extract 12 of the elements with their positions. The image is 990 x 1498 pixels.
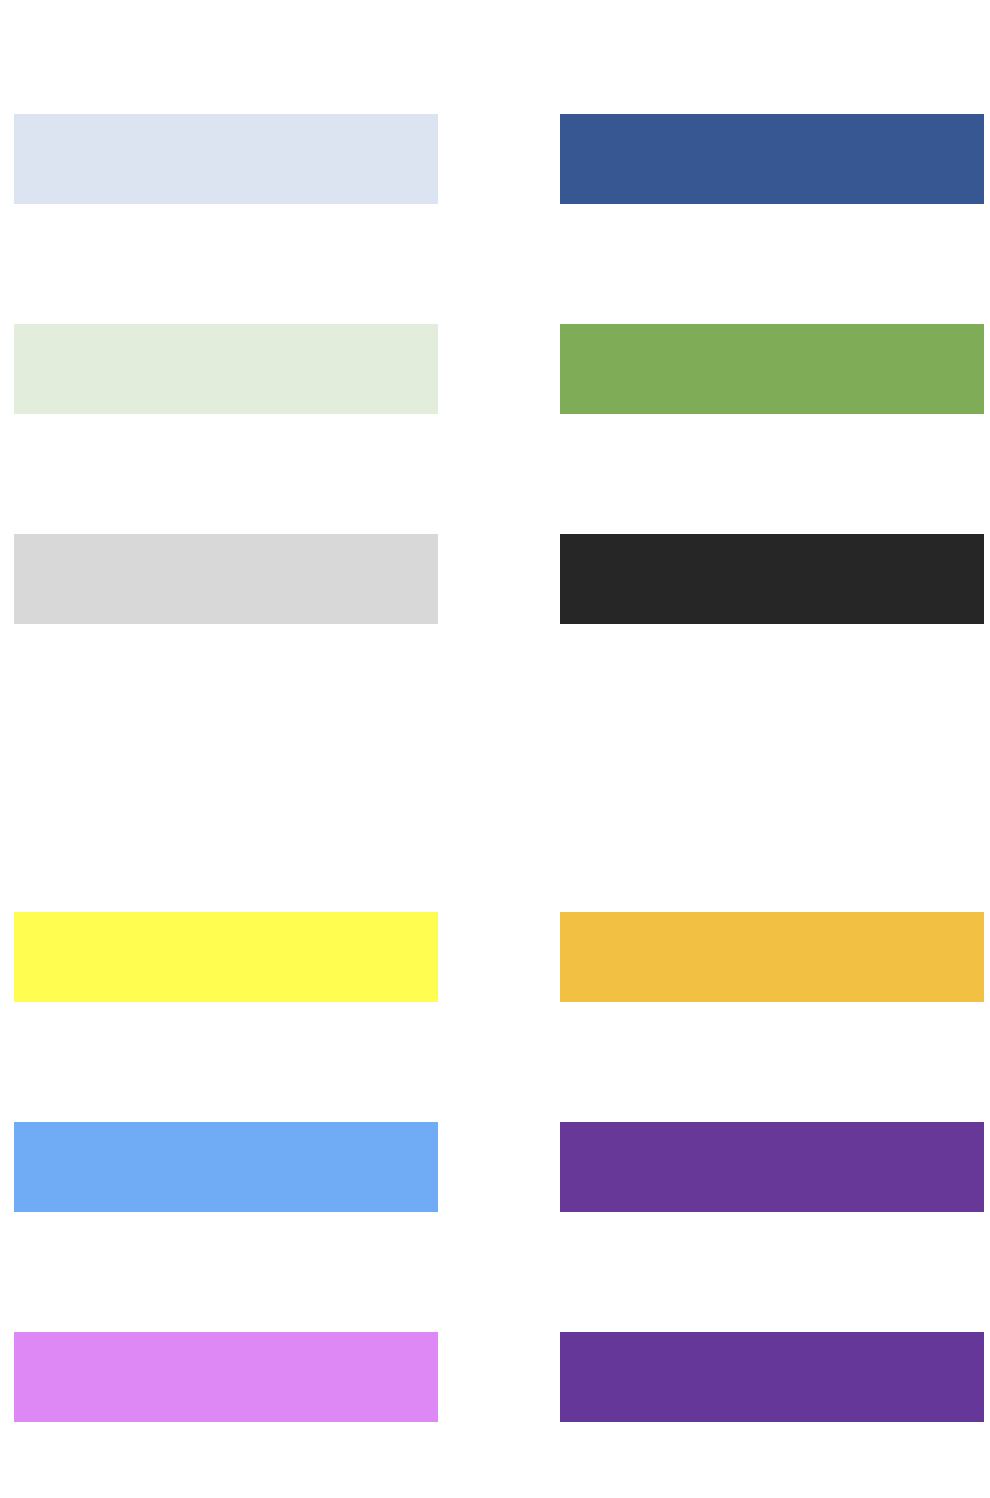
color-bar: [14, 1332, 438, 1422]
color-bar: [560, 114, 984, 204]
color-bar: [14, 912, 438, 1002]
color-bar: [14, 114, 438, 204]
color-bar: [14, 1122, 438, 1212]
color-bar: [560, 1332, 984, 1422]
color-bar: [560, 912, 984, 1002]
color-bar: [14, 534, 438, 624]
color-bar: [560, 324, 984, 414]
color-bar: [14, 324, 438, 414]
color-bar: [560, 534, 984, 624]
color-bar: [560, 1122, 984, 1212]
